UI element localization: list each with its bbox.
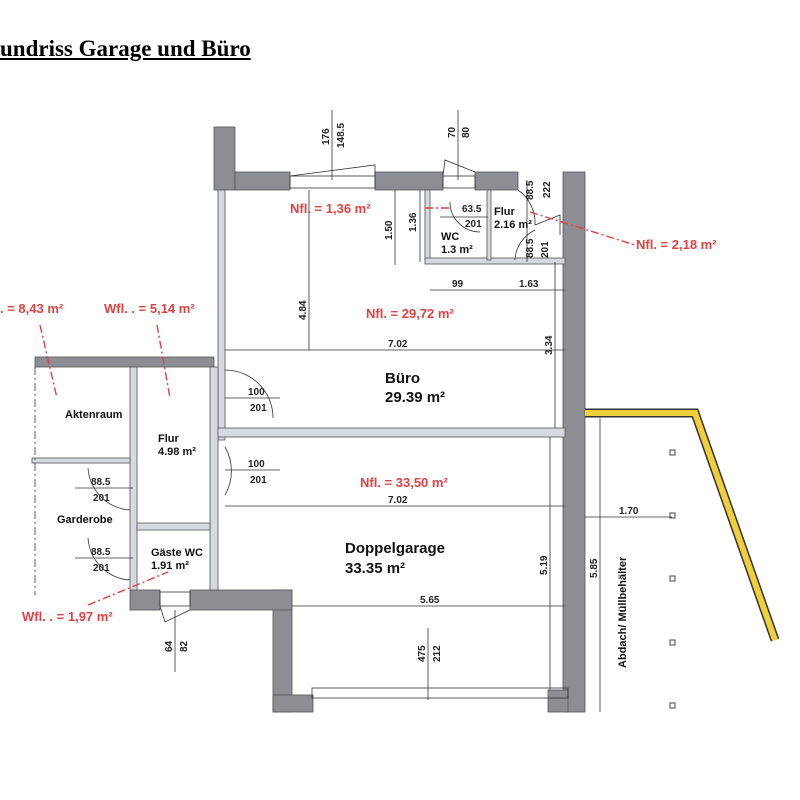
dim-text: 99 bbox=[452, 279, 464, 290]
dim-text: 88.5 bbox=[525, 180, 536, 200]
area-nfl-136: Nfl. = 1,36 m² bbox=[290, 201, 371, 216]
dim-text: 88.5 bbox=[91, 477, 111, 488]
dim-text: 201 bbox=[93, 563, 110, 574]
dim-text: 88.5 bbox=[525, 238, 536, 258]
roof-line bbox=[585, 410, 778, 641]
room-buero-area: 29.39 m² bbox=[385, 389, 445, 406]
dim-text: 1.63 bbox=[519, 279, 539, 290]
room-flur-top-name: Flur bbox=[494, 206, 515, 218]
dim-text: 475 bbox=[417, 645, 428, 662]
room-gaeste-wc-name: Gäste WC bbox=[151, 547, 203, 559]
room-garage-name: Doppelgarage bbox=[345, 540, 445, 557]
dim-text: 5.85 bbox=[589, 558, 600, 578]
room-wc-name: WC bbox=[441, 231, 459, 243]
dim-text: 201 bbox=[93, 493, 110, 504]
room-garderobe: Garderobe bbox=[57, 514, 113, 526]
dim-text: 148.5 bbox=[336, 123, 347, 148]
dim-text: 201 bbox=[250, 475, 267, 486]
room-abdach: Abdach/ Müllbehälter bbox=[617, 556, 629, 668]
room-flur-top-area: 2.16 m² bbox=[494, 219, 532, 231]
room-buero-name: Büro bbox=[385, 370, 420, 387]
dim-text: 88.5 bbox=[91, 547, 111, 558]
dim-text: 64 bbox=[164, 640, 175, 652]
dim-text: 201 bbox=[250, 403, 267, 414]
dim-text: 201 bbox=[540, 241, 551, 258]
dim-text: 1.70 bbox=[619, 506, 639, 517]
dimension-lines bbox=[75, 110, 672, 712]
dim-text: 80 bbox=[461, 126, 472, 138]
area-nfl-2972: Nfl. = 29,72 m² bbox=[366, 306, 454, 321]
dim-text: 70 bbox=[447, 126, 458, 138]
dim-text: 201 bbox=[465, 219, 482, 230]
dim-text: 5.65 bbox=[420, 595, 440, 606]
walls bbox=[31, 126, 586, 713]
dim-text: 5.19 bbox=[539, 555, 550, 575]
area-wfl-514: Wfl. . = 5,14 m² bbox=[104, 301, 195, 316]
dim-text: 7.02 bbox=[388, 339, 408, 350]
room-gaeste-wc-area: 1.91 m² bbox=[151, 560, 189, 572]
plan-title: undriss Garage und Büro bbox=[0, 36, 251, 61]
area-nfl-3350: Nfl. = 33,50 m² bbox=[360, 475, 448, 490]
dim-text: 100 bbox=[248, 387, 265, 398]
dim-text: 3.34 bbox=[544, 335, 555, 355]
area-wfl-843: . = 8,43 m² bbox=[0, 301, 64, 316]
area-nfl-218: Nfl. = 2,18 m² bbox=[636, 237, 717, 252]
dim-text: 63.5 bbox=[462, 204, 482, 215]
dim-text: 1.50 bbox=[384, 220, 395, 240]
dim-text: 212 bbox=[432, 645, 443, 662]
room-aktenraum: Aktenraum bbox=[65, 409, 123, 421]
dim-text: 82 bbox=[179, 640, 190, 652]
dim-text: 4.84 bbox=[298, 300, 309, 320]
dim-text: 222 bbox=[542, 181, 553, 198]
room-wc-area: 1.3 m² bbox=[441, 244, 473, 256]
openings bbox=[34, 159, 569, 699]
area-leaders bbox=[39, 207, 636, 606]
room-garage-area: 33.35 m² bbox=[345, 560, 405, 577]
dim-text: 100 bbox=[248, 459, 265, 470]
posts bbox=[669, 449, 676, 709]
room-flur-left-area: 4.98 m² bbox=[158, 446, 196, 458]
area-wfl-197: Wfl. . = 1,97 m² bbox=[22, 609, 113, 624]
dim-text: 176 bbox=[321, 128, 332, 145]
roof-outline bbox=[585, 408, 780, 642]
dim-text: 7.02 bbox=[388, 495, 408, 506]
room-flur-left-name: Flur bbox=[158, 433, 179, 445]
dim-text: 1.36 bbox=[408, 212, 419, 232]
